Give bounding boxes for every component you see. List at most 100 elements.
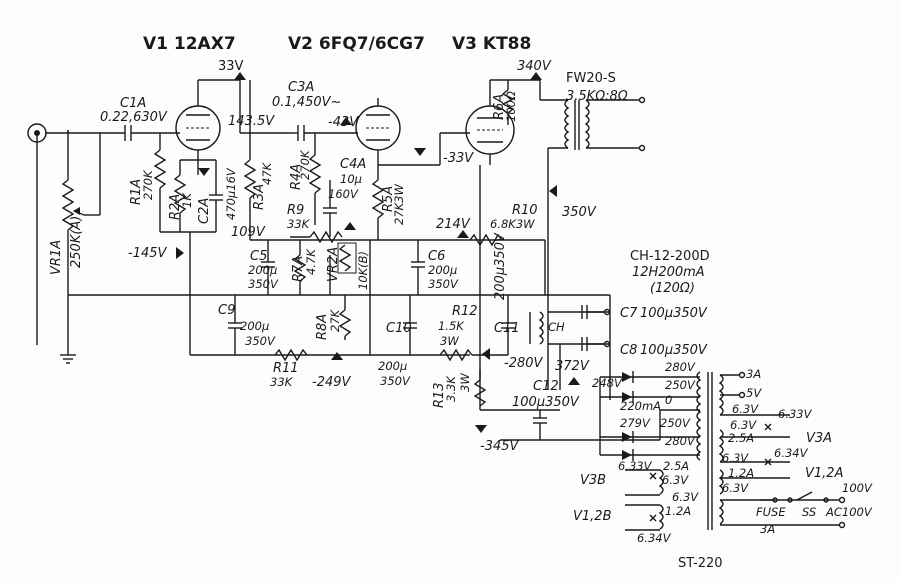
v1-title: V1 12AX7 xyxy=(143,34,236,54)
pt-current: 220mA xyxy=(620,399,662,413)
r3a-label: R3A xyxy=(252,183,267,210)
r11-label: R11 xyxy=(273,361,299,376)
r3a-value: 47K xyxy=(260,162,274,185)
pt-3a: 3A xyxy=(746,367,762,381)
switch-icon xyxy=(796,491,813,501)
ot-model: FW20-S xyxy=(566,71,616,86)
v-279: 279V xyxy=(620,416,650,430)
v-neg280: -280V xyxy=(504,356,543,371)
pt-63d: 6.3V xyxy=(722,481,749,495)
v-350: 350V xyxy=(562,205,596,220)
vr1a-value: 250K(A) xyxy=(69,215,84,268)
c10-label: C10 xyxy=(386,321,412,336)
pt-25b: 2.5A xyxy=(663,459,690,473)
c1a-label: C1A xyxy=(120,96,147,111)
c11-value-rot: 200µ350V xyxy=(493,233,508,300)
v-v1-cathode: 143.5V xyxy=(228,114,275,129)
pt-5v: 5V xyxy=(746,386,762,400)
v-neg249: -249V xyxy=(312,375,351,390)
pt-250a: 250V xyxy=(665,378,695,392)
ac-100v: 100V xyxy=(842,481,872,495)
v-214: 214V xyxy=(436,217,470,232)
c8-value: 100µ350V xyxy=(640,343,707,358)
pt-0: 0 xyxy=(665,393,673,407)
switch-label: SS xyxy=(802,505,817,519)
r1a-value: 270K xyxy=(141,170,155,201)
pt-v3b: V3B xyxy=(580,473,607,488)
pt-633a: 6.33V xyxy=(778,407,812,421)
pt-v3a: V3A xyxy=(806,431,833,446)
voltage-arrows xyxy=(176,72,580,433)
c11-label: C11 xyxy=(494,321,520,336)
pt-633b: 6.33V xyxy=(618,459,652,473)
ac-label: AC100V xyxy=(826,505,872,519)
v3-title: V3 KT88 xyxy=(452,34,532,54)
r5a-value: 27K3W xyxy=(392,184,406,225)
c12-label: C12 xyxy=(533,379,559,394)
c9-value: 200µ xyxy=(240,319,270,333)
c9-label: C9 xyxy=(218,303,236,318)
r12-label: R12 xyxy=(452,304,478,319)
pt-63f: 6.3V xyxy=(672,490,699,504)
v-bias-145: -145V xyxy=(128,246,167,261)
c1a-value: 0.22,630V xyxy=(100,110,167,125)
v-v2-grid: -43V xyxy=(328,115,359,130)
fuse-label: FUSE xyxy=(756,505,786,519)
c12-value: 100µ350V xyxy=(512,395,579,410)
c10-value: 200µ xyxy=(378,359,408,373)
r12-value: 1.5K xyxy=(438,319,464,333)
fuse-amp: 3A xyxy=(760,522,776,536)
pt-634b: 6.34V xyxy=(637,531,671,545)
choke-spec: 12H200mA xyxy=(632,265,705,280)
pt-12b: 1.2A xyxy=(665,504,692,518)
r13-value2: 3W xyxy=(458,373,472,392)
r7a-value: 4.7K xyxy=(304,249,318,275)
v2-tube-symbol xyxy=(355,105,401,151)
c6-value: 200µ xyxy=(428,263,458,277)
pt-634a: 6.34V xyxy=(774,446,808,460)
ground-icon xyxy=(60,345,76,364)
c2a-label: C2A xyxy=(197,197,212,224)
choke-dcr: (120Ω) xyxy=(650,281,695,296)
r8a-value: 27K xyxy=(328,309,342,332)
c9-value2: 350V xyxy=(245,334,275,348)
r10-value: 6.8K3W xyxy=(490,217,535,231)
c3a-value: 0.1,450V~ xyxy=(272,95,342,110)
pt-63b: 6.3V xyxy=(730,418,757,432)
pt-v12a: V1,2A xyxy=(805,466,844,481)
c4a-value2: 160V xyxy=(328,187,358,201)
vr1a-resistor xyxy=(61,179,75,231)
v-neg345: -345V xyxy=(480,439,519,454)
vr1a-label: VR1A xyxy=(49,239,64,275)
r12-value2: 3W xyxy=(440,334,459,348)
c10-value2: 350V xyxy=(380,374,410,388)
c4a-label: C4A xyxy=(340,157,367,172)
c5-value: 200µ xyxy=(248,263,278,277)
c4a-value: 10µ xyxy=(340,172,362,186)
c6-value2: 350V xyxy=(428,277,458,291)
pt-63e: 6.3V xyxy=(662,473,689,487)
v-372: 372V xyxy=(555,359,589,374)
ot-spec: 3.5KΩ:8Ω xyxy=(566,89,628,104)
r13-value: 3.3K xyxy=(444,376,458,402)
output-transformer-symbol xyxy=(564,99,590,150)
pt-25a: 2.5A xyxy=(728,431,755,445)
vr2a-label: VR2A xyxy=(326,246,341,282)
vr2a-value: 10K(B) xyxy=(356,250,370,290)
r4a-value: 270K xyxy=(298,150,312,181)
r9-value: 33K xyxy=(287,217,310,231)
r6a-value: 100Ω xyxy=(504,91,518,122)
r11-value: 33K xyxy=(270,375,293,389)
choke-label: CH xyxy=(548,320,565,334)
c2a-value: 470µ16V xyxy=(224,168,238,220)
v-109: 109V xyxy=(231,225,265,240)
r2a-value: 1K xyxy=(180,193,194,208)
v1-tube-symbol xyxy=(175,105,221,151)
pt-12a: 1.2A xyxy=(728,466,755,480)
pt-63a: 6.3V xyxy=(732,402,759,416)
c7-value: 100µ350V xyxy=(640,306,707,321)
c6-label: C6 xyxy=(428,249,446,264)
pt-250b: 250V xyxy=(660,416,690,430)
